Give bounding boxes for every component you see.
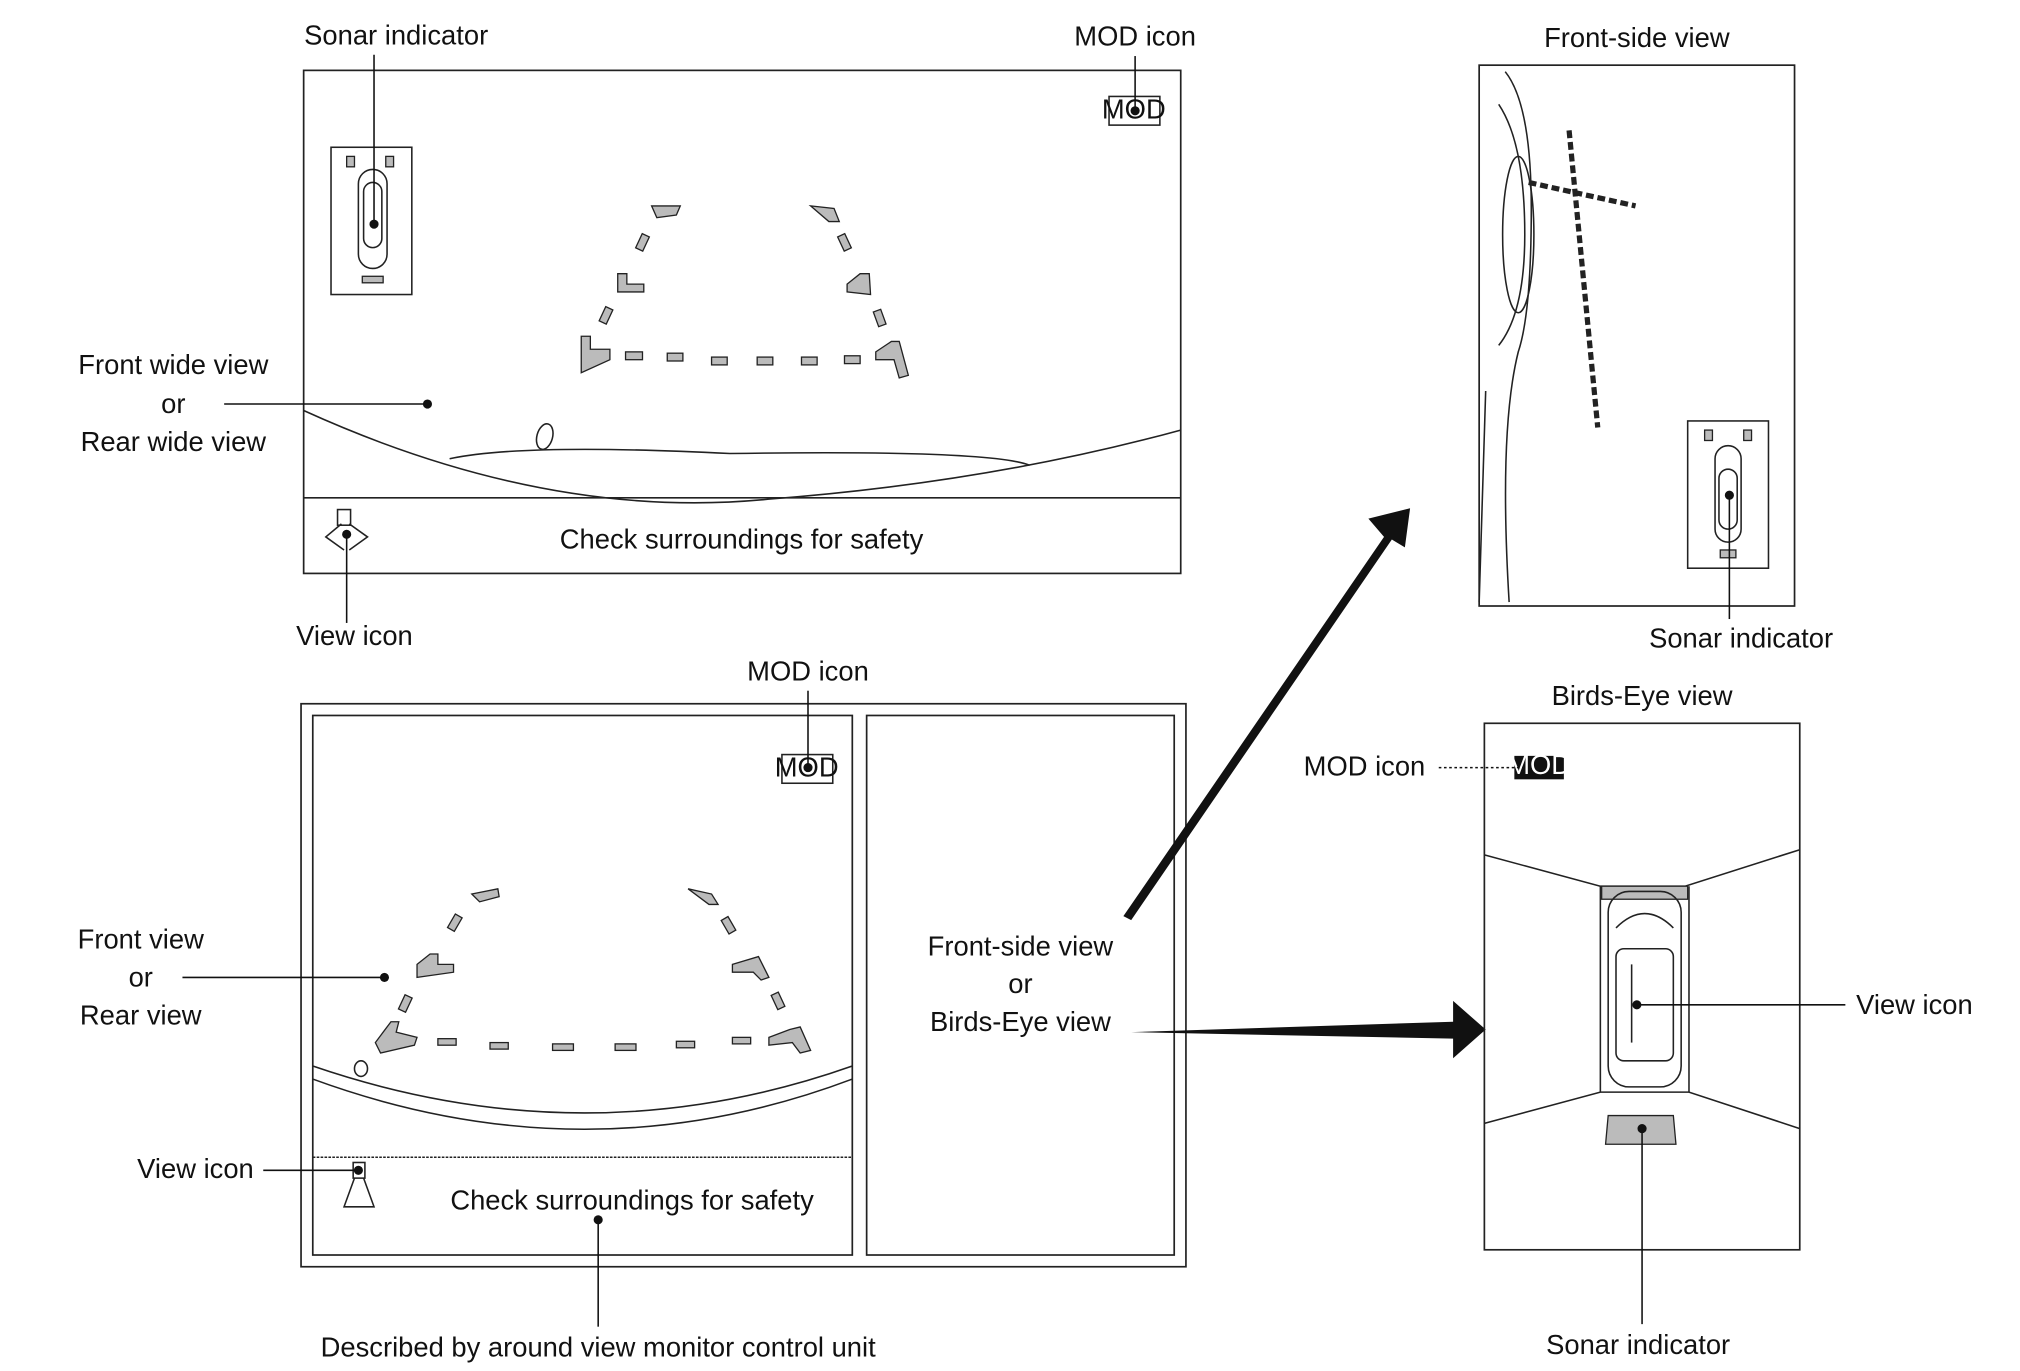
safety-message: Check surroundings for safety <box>560 524 924 555</box>
sonar-indicator-icon <box>1686 420 1770 569</box>
label-sonar-indicator: Sonar indicator <box>304 19 488 50</box>
label-mod-icon: MOD icon <box>1304 750 1426 781</box>
label-or: or <box>161 388 185 419</box>
label-view-icon: View icon <box>137 1153 254 1184</box>
bumper-line <box>303 409 1181 504</box>
front-view-pane <box>311 714 854 1256</box>
mod-icon: MOD <box>1507 749 1571 780</box>
split-view-screen: MOD Check surroundings for saf <box>300 702 1187 1268</box>
label-birds-eye-view: Birds-Eye view <box>930 1006 1111 1037</box>
label-mod-icon: MOD icon <box>747 655 869 686</box>
front-side-view-screen <box>1478 64 1796 607</box>
parking-guide-lines <box>580 205 910 379</box>
label-mod-icon: MOD icon <box>1074 21 1196 52</box>
label-sonar-indicator: Sonar indicator <box>1546 1329 1730 1360</box>
arrow-to-birds-eye-view <box>1131 1000 1486 1059</box>
label-view-icon: View icon <box>296 620 413 651</box>
vehicle-icon <box>1601 885 1689 1088</box>
parking-guide-lines <box>374 888 812 1054</box>
label-or: or <box>1008 968 1032 999</box>
label-described-by: Described by around view monitor control… <box>321 1332 876 1363</box>
wide-view-frame <box>302 69 1182 575</box>
label-front-view: Front view <box>78 924 204 955</box>
safety-message: Check surroundings for safety <box>450 1184 814 1215</box>
label-view-icon: View icon <box>1856 989 1973 1020</box>
front-side-view-title: Front-side view <box>1544 22 1730 53</box>
label-sonar-indicator: Sonar indicator <box>1649 623 1833 654</box>
birds-eye-view-title: Birds-Eye view <box>1552 680 1733 711</box>
label-front-side-view: Front-side view <box>928 930 1114 961</box>
svg-text:MOD: MOD <box>1507 749 1571 780</box>
label-or: or <box>129 962 153 993</box>
bumper-line <box>312 1065 853 1114</box>
sonar-indicator-icon <box>330 146 413 296</box>
sensor-icon <box>535 423 554 451</box>
arrow-to-front-side-view <box>1123 508 1411 921</box>
label-rear-wide-view: Rear wide view <box>81 426 267 457</box>
view-icon <box>324 508 369 551</box>
mod-icon: MOD <box>1102 94 1166 126</box>
sensor-icon <box>353 1060 369 1078</box>
label-front-wide-view: Front wide view <box>78 349 268 380</box>
bumper-edge <box>449 448 1030 466</box>
wide-view-screen: MOD Chec <box>302 69 1182 575</box>
label-rear-view: Rear view <box>80 999 202 1030</box>
side-view-pane <box>865 714 1176 1256</box>
